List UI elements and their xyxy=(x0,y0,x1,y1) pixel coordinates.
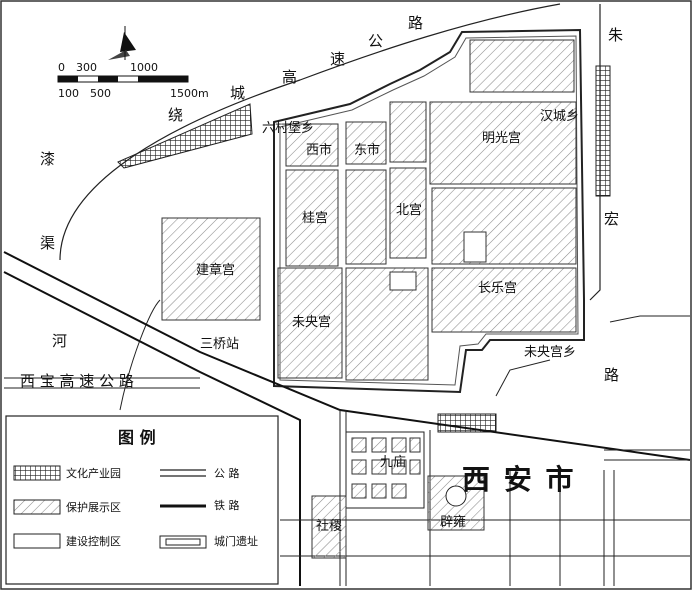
legend-construction-control: 建设控制区 xyxy=(66,535,121,548)
palace-weiyang: 未央宫 xyxy=(292,315,332,330)
legend-road: 公 路 xyxy=(214,467,240,480)
canal-char: 漆 xyxy=(40,150,56,168)
scale-bottom-100: 100 xyxy=(58,87,79,100)
road-char: 速 xyxy=(330,50,346,68)
legend-title: 图 例 xyxy=(118,428,156,447)
road-char: 公 xyxy=(368,32,384,50)
scale-bar xyxy=(57,75,189,83)
east-road-zhu: 朱 xyxy=(608,26,624,44)
place-xian-city: 西 安 市 xyxy=(462,463,576,496)
palace-xishi: 西市 xyxy=(306,143,333,158)
palace-bei: 北宫 xyxy=(396,203,423,218)
east-road-hong: 宏 xyxy=(604,210,620,228)
site-sheji: 社稷 xyxy=(316,519,343,534)
palace-jianzhang: 建章宫 xyxy=(196,263,236,278)
roads xyxy=(4,3,690,411)
scale-bottom-500: 500 xyxy=(90,87,111,100)
palace-mingguang: 明光宫 xyxy=(482,131,522,146)
railways xyxy=(3,251,691,586)
xian-city-grid xyxy=(280,410,690,586)
scale-bottom-1500: 1500m xyxy=(170,87,209,100)
han-city-wall xyxy=(273,28,585,394)
road-char: 城 xyxy=(230,84,246,102)
east-road-lu: 路 xyxy=(604,366,620,384)
road-char: 路 xyxy=(408,14,424,32)
compass xyxy=(108,26,136,60)
legend-railway: 铁 路 xyxy=(214,499,240,512)
canal-char: 河 xyxy=(52,332,68,350)
protection-zones xyxy=(161,39,577,381)
legend-cultural-park: 文化产业园 xyxy=(66,467,121,480)
scale-top-300: 300 xyxy=(76,61,97,74)
canal-char: 渠 xyxy=(40,234,56,252)
place-weiyanggong-xiang: 未央宫乡 xyxy=(524,345,577,360)
xibao-highway-label: 西 宝 高 速 公 路 xyxy=(20,372,134,390)
site-jiumiao: 九庙 xyxy=(380,455,407,470)
road-char: 高 xyxy=(282,68,298,86)
jiumiao-complex xyxy=(311,431,485,559)
palace-changle: 长乐宫 xyxy=(478,281,518,296)
site-biyong: 辟雍 xyxy=(440,515,467,530)
scale-top-1000: 1000 xyxy=(130,61,158,74)
palace-gui: 桂宫 xyxy=(302,211,329,226)
place-sanqiao: 三桥站 xyxy=(200,337,240,352)
scale-top-0: 0 xyxy=(58,61,65,74)
place-liucunbao: 六村堡乡 xyxy=(262,121,315,136)
road-char: 绕 xyxy=(168,106,184,124)
palace-dongshi: 东市 xyxy=(354,143,381,158)
place-hancheng: 汉城乡 xyxy=(540,109,580,124)
legend-box xyxy=(5,415,279,585)
legend-protection-zone: 保护展示区 xyxy=(66,501,121,514)
legend-gate-site: 城门遗址 xyxy=(214,535,258,548)
